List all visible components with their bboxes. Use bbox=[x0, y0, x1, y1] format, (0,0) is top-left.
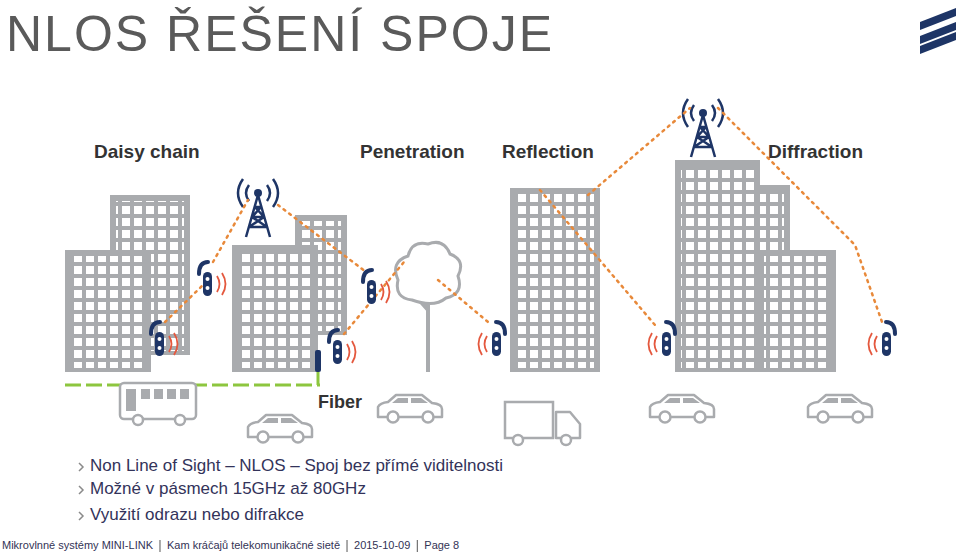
radios bbox=[869, 322, 896, 356]
microwave-links bbox=[718, 108, 882, 322]
footer-separators bbox=[160, 540, 417, 552]
tree bbox=[396, 242, 461, 372]
buildings bbox=[238, 251, 312, 368]
microwave-links bbox=[588, 108, 690, 195]
footer-separator bbox=[159, 540, 160, 552]
truck bbox=[505, 402, 553, 438]
buildings bbox=[65, 250, 151, 372]
buildings bbox=[758, 250, 836, 372]
vehicles bbox=[378, 395, 442, 423]
bus bbox=[133, 415, 143, 425]
ericsson-logo bbox=[920, 32, 956, 54]
bus bbox=[175, 415, 185, 425]
bus bbox=[126, 389, 136, 411]
footer-text: Kam kráčajů telekomunikačné sietě bbox=[167, 539, 340, 552]
towers bbox=[238, 99, 723, 237]
bus bbox=[120, 383, 196, 419]
microwave-links bbox=[165, 285, 203, 322]
footer-text: Page 8 bbox=[424, 539, 459, 552]
slide-title: NLOS ŘEŠENÍ SPOJE bbox=[6, 6, 554, 64]
radios bbox=[479, 322, 506, 356]
microwave-links bbox=[344, 262, 404, 334]
bullet-marks bbox=[79, 463, 83, 471]
buildings bbox=[675, 160, 760, 372]
scenario-label: Daisy chain bbox=[94, 141, 200, 163]
bus bbox=[167, 389, 176, 399]
bus bbox=[141, 389, 150, 399]
fiber-line bbox=[315, 350, 321, 372]
vehicles bbox=[650, 395, 714, 423]
ericsson-logo bbox=[920, 8, 956, 54]
buildings bbox=[681, 166, 754, 368]
footer-separator bbox=[417, 540, 418, 552]
buildings bbox=[764, 256, 830, 368]
footer-text: Mikrovlnné systémy MINI-LINK bbox=[2, 539, 153, 552]
scenario-label: Diffraction bbox=[768, 141, 863, 163]
fiber-label: Fiber bbox=[318, 392, 362, 413]
bullet-marks bbox=[79, 463, 83, 520]
truck bbox=[513, 435, 523, 445]
buildings bbox=[516, 194, 594, 368]
microwave-links bbox=[165, 108, 882, 334]
radios bbox=[649, 322, 676, 356]
radios bbox=[329, 330, 356, 364]
bus bbox=[180, 389, 189, 399]
vehicles bbox=[120, 383, 872, 445]
bus bbox=[120, 383, 196, 425]
microwave-links bbox=[278, 205, 366, 272]
microwave-links bbox=[540, 190, 655, 325]
bullet-text: Možné v pásmech 15GHz až 80GHz bbox=[90, 479, 366, 499]
footer-text: 2015-10-09 bbox=[354, 539, 410, 552]
bullet-text: Využití odrazu nebo difrakce bbox=[90, 505, 304, 525]
bus bbox=[154, 389, 163, 399]
radios bbox=[363, 270, 390, 304]
scenario-label: Reflection bbox=[502, 141, 594, 163]
radios bbox=[151, 262, 895, 364]
bullet-marks bbox=[79, 486, 83, 494]
buildings bbox=[71, 256, 145, 368]
footer-separator bbox=[347, 540, 348, 552]
fiber-line bbox=[317, 372, 320, 385]
scenario-label: Penetration bbox=[360, 141, 465, 163]
radios bbox=[199, 262, 226, 296]
buildings bbox=[65, 160, 836, 372]
microwave-links bbox=[213, 200, 248, 262]
buildings bbox=[510, 188, 600, 372]
radios bbox=[151, 322, 178, 356]
microwave-links bbox=[438, 280, 488, 322]
truck bbox=[561, 435, 571, 445]
truck bbox=[505, 402, 580, 445]
fiber-line bbox=[65, 350, 321, 385]
vehicles bbox=[248, 415, 312, 443]
bullet-text: Non Line of Sight – NLOS – Spoj bez přím… bbox=[90, 456, 503, 476]
tree bbox=[396, 242, 461, 303]
bullet-marks bbox=[79, 512, 83, 520]
vehicles bbox=[808, 395, 872, 423]
buildings bbox=[232, 245, 318, 372]
